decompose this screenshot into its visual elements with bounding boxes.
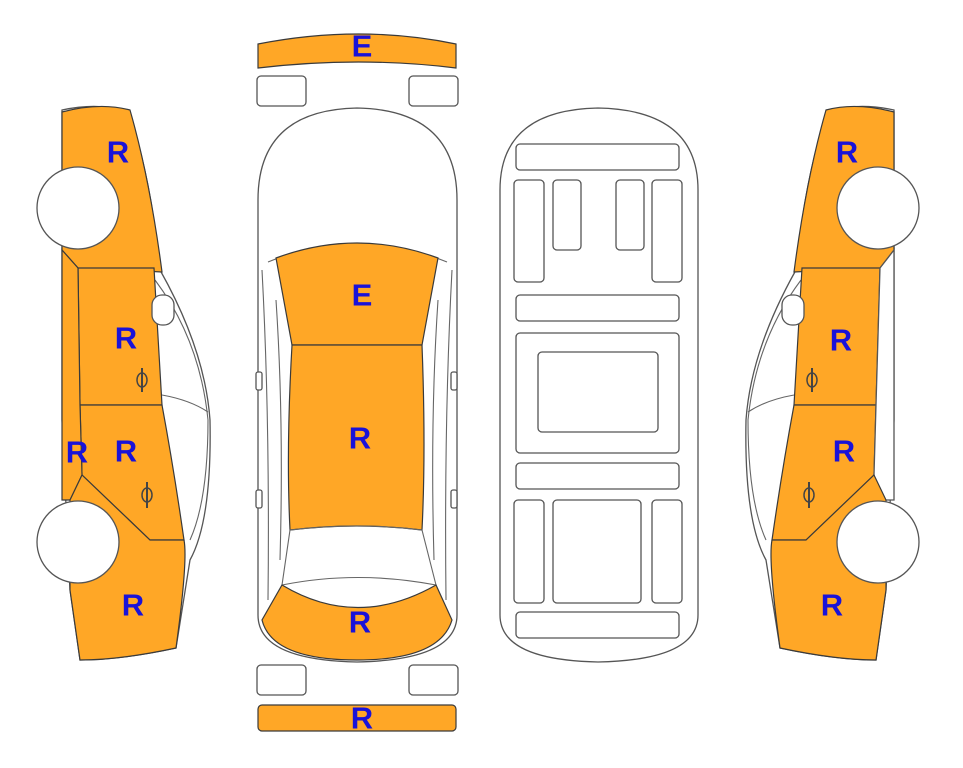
- under-front-bar: [515, 143, 680, 171]
- right-front-handle-icon: [806, 368, 818, 392]
- rear-bumper-panel[interactable]: [257, 704, 457, 732]
- under-right-rail-2: [615, 179, 645, 251]
- trunk-panel[interactable]: [261, 584, 453, 661]
- left-handle: [255, 489, 263, 509]
- left-side-view: R R R R R: [36, 105, 211, 661]
- under-left-rail-1: [513, 179, 545, 283]
- top-left-glass: [275, 299, 282, 561]
- code-hood: E: [352, 278, 373, 313]
- left-mirror: [255, 371, 263, 391]
- code-front-bumper: E: [352, 29, 373, 64]
- code-left-front-fender: R: [107, 135, 129, 170]
- top-right-glass: [432, 299, 439, 561]
- under-rear-bar: [515, 462, 680, 490]
- front-bumper-panel[interactable]: [257, 33, 457, 69]
- code-roof: R: [349, 421, 371, 456]
- under-left-rail-2: [552, 179, 582, 251]
- left-headlight: [256, 75, 307, 107]
- left-rear-wheel: [36, 500, 120, 584]
- left-window-inner: [161, 394, 209, 413]
- code-trunk: R: [349, 605, 371, 640]
- left-rear-handle-icon: [141, 482, 153, 508]
- top-left-side-line: [261, 269, 269, 601]
- under-tail-bar: [515, 611, 680, 639]
- hood-panel[interactable]: [275, 242, 439, 346]
- right-taillight: [408, 664, 459, 696]
- right-side-view: R R R R: [745, 105, 920, 661]
- right-rear-wheel: [836, 500, 920, 584]
- code-right-front-fender: R: [836, 135, 858, 170]
- code-rear-bumper: R: [351, 701, 373, 736]
- code-left-rear-quarter: R: [122, 588, 144, 623]
- code-left-front-door: R: [115, 321, 137, 356]
- code-right-front-door: R: [830, 323, 852, 358]
- right-side-mirror-icon: [781, 294, 805, 326]
- right-window-inner: [747, 394, 795, 413]
- right-rear-handle-icon: [803, 482, 815, 508]
- code-left-rear-door: R: [115, 434, 137, 469]
- right-handle: [450, 489, 458, 509]
- code-right-rear-door: R: [833, 434, 855, 469]
- right-front-wheel: [836, 166, 920, 250]
- code-left-rocker: R: [66, 435, 88, 470]
- under-center-inner: [537, 351, 659, 433]
- under-rear-right: [651, 499, 683, 604]
- left-window-line: [154, 279, 209, 541]
- under-right-rail-1: [651, 179, 683, 283]
- under-rear-center: [552, 499, 642, 604]
- right-headlight: [408, 75, 459, 107]
- under-mid-bar: [515, 294, 680, 322]
- right-mirror: [450, 371, 458, 391]
- top-view: E E R R R: [255, 29, 459, 736]
- underbody-view: [499, 107, 699, 663]
- code-right-rear-quarter: R: [821, 588, 843, 623]
- left-front-wheel: [36, 166, 120, 250]
- top-right-side-line: [445, 269, 453, 601]
- left-front-handle-icon: [136, 368, 148, 392]
- left-taillight: [256, 664, 307, 696]
- left-side-mirror-icon: [151, 294, 175, 326]
- right-window-line: [747, 279, 802, 541]
- under-rear-left: [513, 499, 545, 604]
